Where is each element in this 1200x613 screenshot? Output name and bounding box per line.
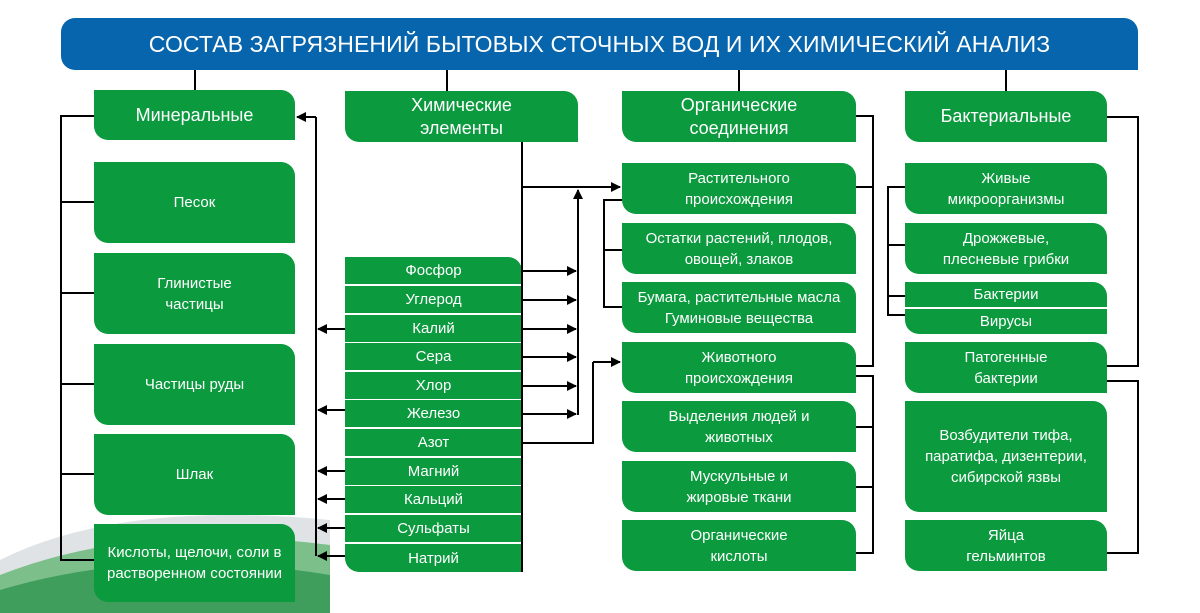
header-organic: Органические соединения bbox=[622, 91, 856, 142]
header-mineral: Минеральные bbox=[94, 90, 295, 140]
chem-item-magnesium: Магний bbox=[345, 458, 522, 485]
chem-item-nitrogen: Азот bbox=[345, 429, 522, 456]
chem-item-phosphorus: Фосфор bbox=[345, 257, 522, 284]
mineral-item-clay: Глинистые частицы bbox=[94, 253, 295, 334]
bacterial-pathogenic-item-helminth-eggs: Яйца гельминтов bbox=[905, 520, 1107, 571]
organic-plant-origin: Растительного происхождения bbox=[622, 163, 856, 214]
organic-plant-item-paper: Бумага, растительные масла Гуминовые вещ… bbox=[622, 282, 856, 333]
chem-item-carbon: Углерод bbox=[345, 286, 522, 313]
chem-item-sulfur: Сера bbox=[345, 343, 522, 370]
bacterial-living: Живые микроорганизмы bbox=[905, 163, 1107, 214]
organic-animal-item-tissues: Мускульные и жировые ткани bbox=[622, 461, 856, 512]
header-bacterial: Бактериальные bbox=[905, 91, 1107, 142]
bacterial-pathogenic: Патогенные бактерии bbox=[905, 342, 1107, 393]
mineral-item-ore: Частицы руды bbox=[94, 344, 295, 425]
organic-animal-item-excreta: Выделения людей и животных bbox=[622, 401, 856, 452]
bacterial-pathogenic-item-typhoid: Возбудители тифа, паратифа, дизентерии, … bbox=[905, 401, 1107, 512]
chem-item-chlorine: Хлор bbox=[345, 372, 522, 399]
bacterial-living-item-fungi: Дрожжевые, плесневые грибки bbox=[905, 223, 1107, 274]
chem-item-calcium: Кальций bbox=[345, 486, 522, 513]
organic-animal-origin: Животного происхождения bbox=[622, 342, 856, 393]
mineral-item-slag: Шлак bbox=[94, 434, 295, 515]
mineral-item-sand: Песок bbox=[94, 162, 295, 243]
organic-animal-item-acids: Органические кислоты bbox=[622, 520, 856, 571]
organic-plant-item-remains: Остатки растений, плодов, овощей, злаков bbox=[622, 223, 856, 274]
chem-item-potassium: Калий bbox=[345, 315, 522, 342]
mineral-item-acids: Кислоты, щелочи, соли в растворенном сос… bbox=[94, 524, 295, 602]
bacterial-living-item-viruses: Вирусы bbox=[905, 309, 1107, 334]
diagram-title: СОСТАВ ЗАГРЯЗНЕНИЙ БЫТОВЫХ СТОЧНЫХ ВОД И… bbox=[61, 18, 1138, 70]
bacterial-living-item-bacteria: Бактерии bbox=[905, 282, 1107, 307]
chem-item-iron: Железо bbox=[345, 400, 522, 427]
header-chemical: Химические элементы bbox=[345, 91, 578, 142]
chem-item-sodium: Натрий bbox=[345, 544, 522, 572]
chem-item-sulfates: Сульфаты bbox=[345, 515, 522, 542]
